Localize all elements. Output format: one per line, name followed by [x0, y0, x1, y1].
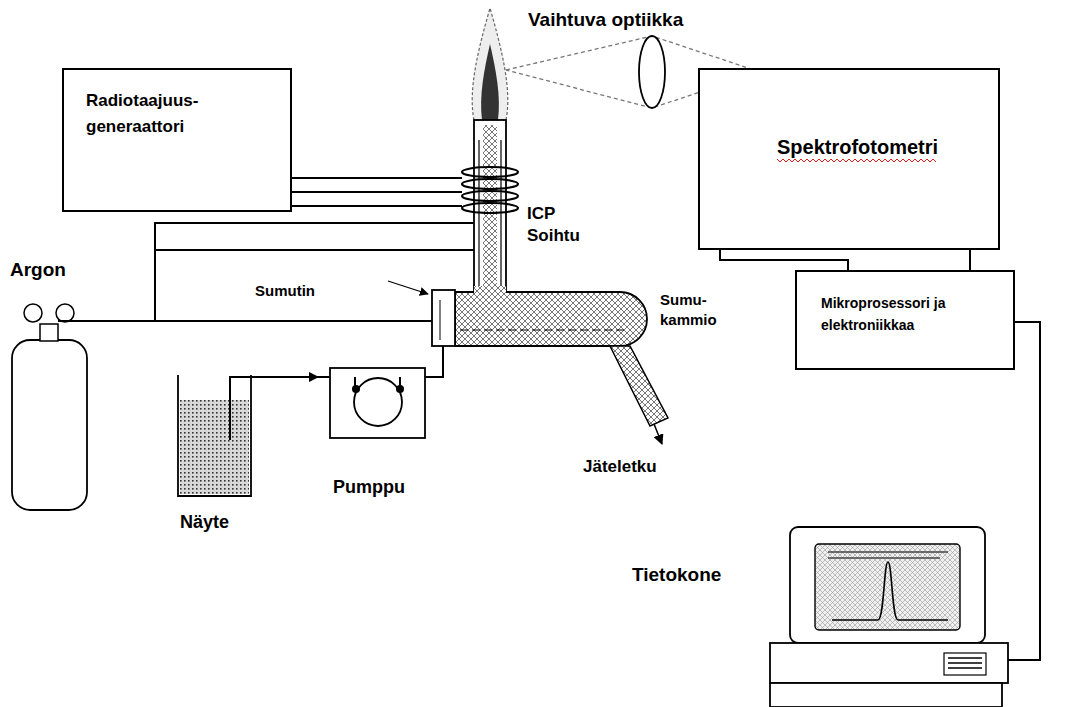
box-label: Mikroprosessori ja elektroniikkaa	[821, 292, 986, 336]
screen-lines	[828, 552, 948, 558]
chamber-label: Sumu- kammio	[660, 290, 722, 329]
spectrometer-box: Spektrofotometri	[698, 68, 1000, 250]
plasma-core	[481, 44, 499, 120]
computer-label: Tietokone	[632, 563, 721, 588]
nebulizer-label: Sumutin	[255, 281, 315, 301]
sample-label: Näyte	[180, 511, 229, 534]
computer-stand	[770, 683, 1002, 707]
screen	[815, 544, 960, 630]
torch-label: ICP Soihtu	[527, 203, 607, 247]
waste-arrow	[654, 424, 662, 444]
rf-wires	[292, 178, 462, 206]
pump-label: Pumppu	[333, 476, 405, 499]
nebulizer-inner	[440, 300, 441, 340]
sample-liquid	[180, 400, 249, 494]
aerosol-tube	[483, 125, 497, 293]
lens	[639, 36, 665, 108]
gas-label: Argon	[10, 258, 66, 283]
waste-label: Jäteletku	[583, 456, 657, 478]
waste-tube	[610, 346, 668, 426]
plasma-flame	[472, 8, 508, 120]
spellcheck-wave	[777, 159, 936, 162]
monitor	[790, 527, 985, 643]
disk-slot	[944, 653, 986, 675]
spray-chamber	[455, 292, 647, 346]
spectrum-peak	[832, 562, 948, 620]
pump-body	[330, 368, 425, 438]
torch-inner	[479, 140, 501, 298]
chamber-neck	[474, 286, 506, 294]
cylinder-neck	[40, 324, 58, 341]
pump-ports	[355, 377, 400, 389]
computer-cable	[1008, 322, 1040, 660]
rf-coil	[462, 167, 518, 213]
box-label: Radiotaajuus- generaattori	[86, 88, 236, 140]
spellcheck-underline	[777, 159, 940, 164]
flow-arrow	[290, 376, 318, 378]
computer-base	[770, 643, 1008, 683]
generator-box: Radiotaajuus- generaattori	[62, 68, 292, 212]
beaker	[178, 375, 251, 496]
processor-box: Mikroprosessori ja elektroniikkaa	[795, 270, 1015, 370]
torch-tube	[474, 120, 506, 298]
sample-tubing	[230, 346, 443, 440]
optics-label: Vaihtuva optiikka	[528, 8, 683, 33]
argon-cylinder	[12, 340, 87, 510]
pump-rotor	[354, 378, 402, 426]
pointer-arrow	[388, 281, 428, 294]
argon-lines	[58, 223, 474, 321]
chamber-inner	[460, 329, 625, 330]
signal-line	[720, 250, 848, 270]
disk-slot-lines	[948, 658, 982, 668]
signal-line	[969, 250, 971, 270]
valve-knob	[24, 304, 42, 322]
valve-knob	[56, 304, 74, 322]
box-label: Spektrofotometri	[777, 134, 988, 160]
nebulizer	[432, 290, 455, 346]
